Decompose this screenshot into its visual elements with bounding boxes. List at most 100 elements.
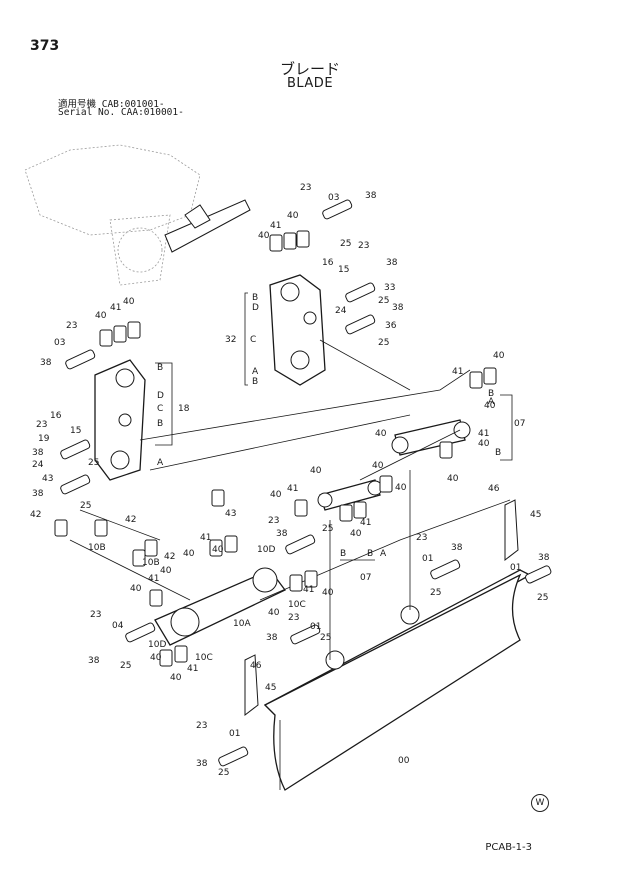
callout-label: 38 (32, 448, 44, 458)
callout-label: 03 (328, 193, 339, 203)
callout-label: 01 (422, 554, 433, 564)
callout-label: 38 (40, 358, 52, 368)
callout-label: 33 (384, 283, 395, 293)
callout-label: 01 (229, 729, 240, 739)
callout-label: B (495, 448, 501, 458)
callout-label: 25 (537, 593, 548, 603)
group-brackets (155, 292, 513, 561)
callout-label: 23 (36, 420, 47, 430)
callout-label: 04 (112, 621, 124, 631)
callout-label: 40 (310, 466, 322, 476)
callout-label: 19 (38, 434, 50, 444)
callout-label: 38 (451, 543, 463, 553)
callout-label: 07 (514, 419, 525, 429)
callout-label: D (252, 303, 259, 313)
callout-label: 40 (395, 483, 407, 493)
callout-label: 38 (392, 303, 404, 313)
callout-label: 38 (365, 191, 377, 201)
callout-label: 25 (320, 633, 331, 643)
callout-labels: 23 03 38 41 40 40 25 23 16 15 38 33 25 3… (30, 183, 550, 778)
callout-label: 23 (300, 183, 311, 193)
callout-label: B (157, 419, 163, 429)
callout-label: 41 (303, 585, 314, 595)
machine-ghost-sketch (24, 144, 201, 286)
pins (60, 199, 552, 767)
callout-label: 38 (88, 656, 100, 666)
callout-label: 38 (266, 633, 278, 643)
callout-label: D (157, 391, 164, 401)
callout-label: 38 (276, 529, 288, 539)
callout-label: B (367, 549, 373, 559)
callout-label: 24 (335, 306, 347, 316)
callout-label: C (250, 335, 256, 345)
callout-label: 01 (310, 622, 321, 632)
callout-label: 41 (270, 221, 281, 231)
callout-label: 23 (358, 241, 369, 251)
callout-label: 43 (225, 509, 236, 519)
callout-label: 43 (42, 474, 53, 484)
callout-label: 38 (32, 489, 44, 499)
callout-label: 15 (338, 265, 349, 275)
callout-label: 40 (150, 653, 162, 663)
side-plates (244, 499, 519, 717)
watermark-circle-w: W (531, 794, 549, 812)
callout-label: 25 (218, 768, 229, 778)
callout-label: 00 (398, 756, 410, 766)
callout-label: A (157, 458, 164, 468)
callout-label: 40 (170, 673, 182, 683)
callout-label: 38 (538, 553, 550, 563)
callout-label: 40 (350, 529, 362, 539)
callout-label: 40 (375, 429, 387, 439)
callout-label: 40 (493, 351, 505, 361)
callout-label: 23 (90, 610, 101, 620)
callout-label: 40 (372, 461, 384, 471)
callout-label: 40 (130, 584, 142, 594)
callout-label: 25 (340, 239, 351, 249)
callout-label: 16 (50, 411, 62, 421)
callout-label: 16 (322, 258, 334, 268)
callout-label: 45 (530, 510, 541, 520)
callout-label: 41 (287, 484, 298, 494)
callout-label: 25 (378, 296, 389, 306)
callout-label: 24 (32, 460, 44, 470)
left-frame (94, 359, 146, 481)
callout-label: B (252, 293, 258, 303)
callout-label: 10D (148, 640, 166, 650)
callout-label: 25 (378, 338, 389, 348)
serial-line-1: 適用号機 CAB:001001- (58, 99, 165, 110)
callout-label: 41 (148, 574, 159, 584)
callout-label: 40 (123, 297, 135, 307)
callout-label: 07 (360, 573, 371, 583)
callout-label: 25 (80, 501, 91, 511)
callout-label: 23 (66, 321, 77, 331)
callout-label: 41 (187, 664, 198, 674)
page-reference: PCAB-1-3 (485, 842, 532, 853)
callout-label: 36 (385, 321, 397, 331)
callout-label: 03 (54, 338, 65, 348)
callout-label: 23 (196, 721, 207, 731)
callout-label: 42 (164, 552, 175, 562)
callout-label: 40 (258, 231, 270, 241)
callout-label: 41 (452, 367, 463, 377)
page-number: 373 (30, 38, 60, 54)
callout-label: B (488, 389, 494, 399)
callout-label: 45 (265, 683, 276, 693)
callout-label: 23 (288, 613, 299, 623)
callout-label: 41 (360, 518, 371, 528)
callout-label: 40 (95, 311, 107, 321)
title-english: BLADE (286, 76, 334, 91)
callout-label: 42 (125, 515, 136, 525)
callout-label: 32 (225, 335, 236, 345)
callout-label: 10D (257, 545, 275, 555)
callout-label: 23 (416, 533, 427, 543)
title-japanese: ブレード (279, 60, 340, 78)
callout-label: A (380, 549, 387, 559)
callout-label: 10C (195, 653, 213, 663)
callout-label: 40 (270, 490, 282, 500)
assembly-lines (69, 339, 511, 790)
callout-label: 41 (200, 533, 211, 543)
callout-label: A (252, 367, 259, 377)
callout-label: 40 (484, 401, 496, 411)
callout-label: 23 (268, 516, 279, 526)
callout-label: 10A (233, 619, 251, 629)
